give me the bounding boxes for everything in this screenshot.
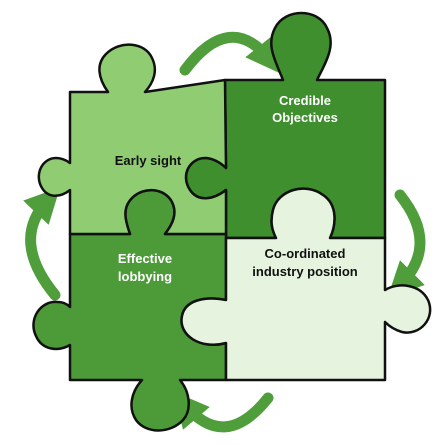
- label-coordinated-line1: Co-ordinated: [265, 246, 346, 261]
- cycle-arrow-bottom: [173, 391, 274, 433]
- puzzle-piece-coordinated: [180, 187, 432, 382]
- label-effective-line1: Effective: [118, 251, 172, 266]
- label-credible-line2: Objectives: [272, 110, 338, 125]
- label-coordinated-line2: industry position: [252, 264, 358, 279]
- label-early-sight: Early sight: [115, 153, 182, 168]
- cycle-arrow-right: [387, 189, 426, 298]
- cycle-arrow-left: [23, 187, 61, 301]
- cycle-arrow-top: [179, 31, 282, 76]
- puzzle-piece-early-sight: [37, 43, 228, 236]
- label-credible-line1: Credible: [279, 93, 331, 108]
- label-effective-line2: lobbying: [118, 269, 172, 284]
